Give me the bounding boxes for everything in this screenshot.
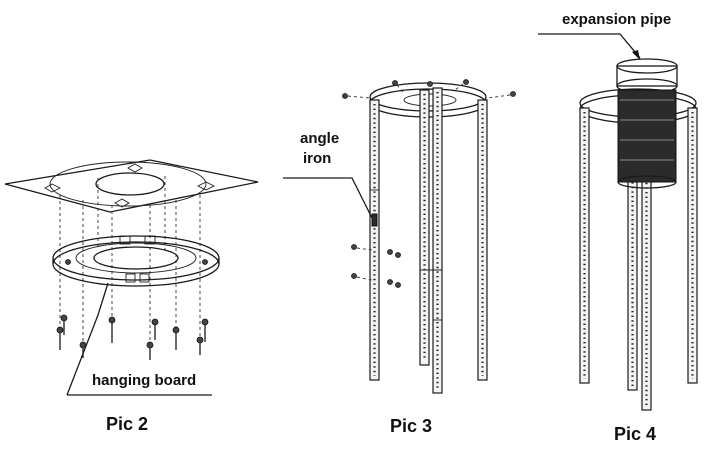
ceiling-plate-ring [49, 161, 207, 207]
hanging-board-callout [66, 282, 109, 396]
screw-icon [351, 244, 373, 251]
pic3-figure: angle iron Pic 3 [283, 79, 516, 436]
ceiling-plate-hole [95, 172, 165, 196]
pic4-caption: Pic 4 [614, 424, 656, 444]
angle-iron-label-line1: angle [300, 130, 339, 147]
screw-icon [201, 318, 209, 342]
screw-icon [351, 273, 373, 281]
screw-icon [487, 91, 516, 99]
screw-icon [427, 81, 433, 87]
expansion-pipe-label: expansion pipe [562, 11, 671, 28]
pic2-screws [56, 314, 209, 360]
screw-icon [387, 249, 393, 255]
callout-arrowhead [632, 50, 640, 60]
angle-iron-label-line2: iron [303, 150, 331, 167]
pic2-alignment-lines [59, 176, 201, 345]
screw-icon [172, 326, 180, 350]
angle-iron-bracket [371, 213, 378, 227]
screw-icon [454, 79, 469, 91]
plate-slot [196, 181, 216, 191]
screw-icon [56, 326, 64, 350]
pic3-ring-hole [403, 93, 457, 107]
screw-icon [387, 279, 393, 285]
screw-icon [151, 318, 159, 340]
expansion-pipe-callout [538, 33, 641, 59]
pic2-figure: hanging board Pic 2 [4, 159, 259, 434]
pic2-caption: Pic 2 [106, 414, 148, 434]
rail-left [369, 99, 380, 381]
screw-icon [342, 93, 371, 99]
pic3-caption: Pic 3 [390, 416, 432, 436]
screw-icon [146, 341, 154, 360]
angle-iron-callout [283, 177, 373, 219]
screw-icon [60, 314, 68, 335]
expansion-pipe-part [616, 58, 678, 189]
screw-icon [196, 336, 204, 355]
screw-icon [395, 252, 401, 258]
rail-right [477, 99, 488, 381]
expansion-pipe-body [617, 89, 677, 183]
screw-icon [392, 80, 404, 93]
screw-icon [108, 316, 116, 343]
pic3-rails [369, 87, 488, 394]
hanging-board-ring [52, 235, 220, 287]
hanging-board-label: hanging board [92, 372, 196, 389]
plate-slot [114, 198, 130, 208]
angle-iron-part [351, 213, 401, 288]
pic4-figure: expansion pipe Pic 4 [538, 11, 698, 444]
pic3-ring-screws [342, 79, 516, 99]
screw-icon [395, 282, 401, 288]
ceiling-plate [4, 159, 259, 213]
plate-slot [44, 183, 62, 193]
plate-slot [127, 163, 143, 173]
